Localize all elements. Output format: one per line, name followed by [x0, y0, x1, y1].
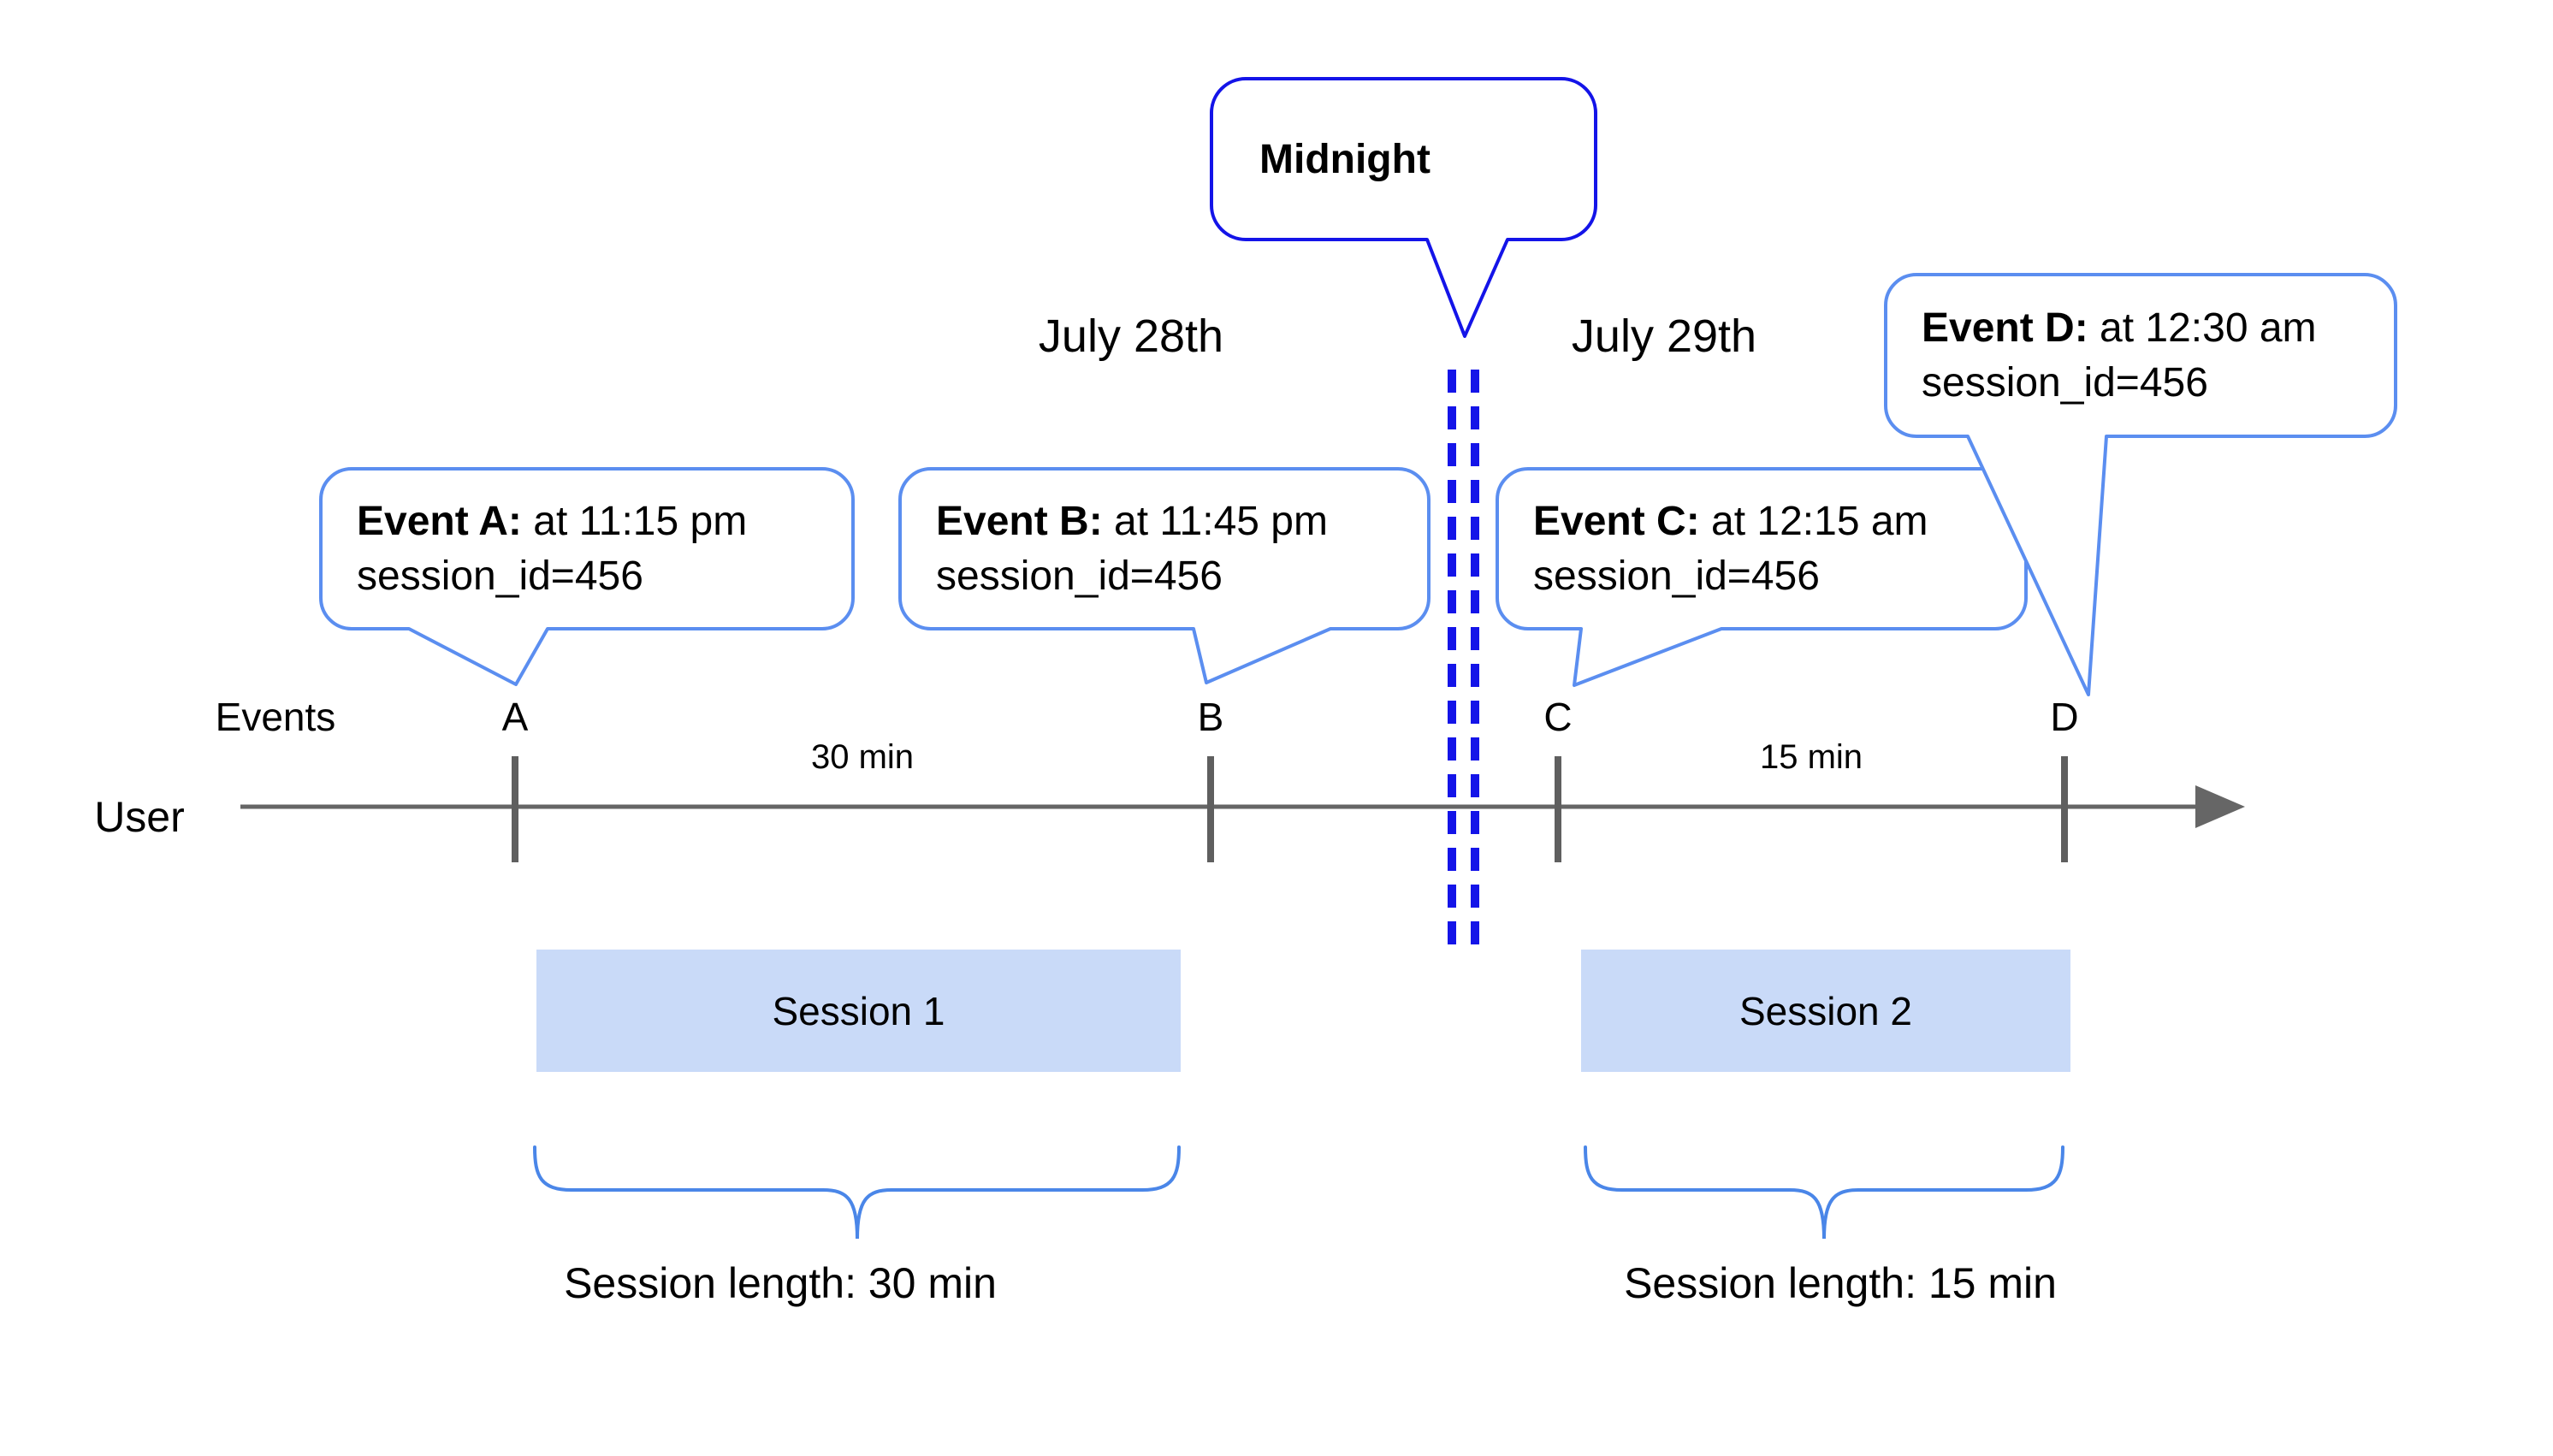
timeline-arrowhead-icon	[2195, 785, 2245, 828]
event-b-session: session_id=456	[936, 553, 1223, 599]
user-row-label: User	[94, 793, 185, 841]
event-d-session: session_id=456	[1922, 359, 2208, 405]
midnight-bubble-shape	[1210, 77, 1597, 338]
tick-label-d: D	[2050, 695, 2079, 739]
tick-c	[1555, 756, 1561, 862]
session-2-name: Session 2	[1739, 988, 1912, 1033]
session-2-length-label: Session length: 15 min	[1624, 1259, 2057, 1307]
event-a-session: session_id=456	[357, 553, 643, 599]
tick-label-c: C	[1543, 695, 1573, 739]
tick-label-b: B	[1197, 695, 1224, 739]
interval-label-30min: 30 min	[810, 738, 915, 776]
date-label-july-28: July 28th	[1038, 311, 1224, 362]
event-a-line1: Event A: at 11:15 pm	[357, 494, 853, 549]
event-d-line1: Event D: at 12:30 am	[1922, 301, 2396, 356]
interval-label-15min: 15 min	[1759, 738, 1863, 776]
event-c-line1: Event C: at 12:15 am	[1533, 494, 2026, 549]
date-label-july-29: July 29th	[1571, 311, 1757, 362]
event-c-callout: Event C: at 12:15 am session_id=456	[1497, 469, 2026, 629]
event-b-line1: Event B: at 11:45 pm	[936, 494, 1429, 549]
tick-label-a: A	[501, 695, 529, 739]
event-a-callout: Event A: at 11:15 pm session_id=456	[321, 469, 853, 629]
event-d-callout: Event D: at 12:30 am session_id=456	[1886, 275, 2396, 436]
event-b-title: Event B:	[936, 498, 1103, 544]
event-a-time: at 11:15 pm	[521, 498, 748, 544]
session-2-box: Session 2	[1581, 950, 2070, 1072]
session-1-box: Session 1	[536, 950, 1181, 1072]
tick-a	[512, 756, 518, 862]
event-a-title: Event A:	[357, 498, 522, 544]
midnight-label: Midnight	[1259, 136, 1431, 182]
event-c-time: at 12:15 am	[1699, 498, 1928, 544]
events-row-label: Events	[215, 695, 336, 739]
session-1-name: Session 1	[772, 988, 945, 1033]
session-2-brace	[1584, 1145, 2064, 1240]
session-1-length-label: Session length: 30 min	[564, 1259, 997, 1307]
event-b-time: at 11:45 pm	[1102, 498, 1328, 544]
tick-d	[2061, 756, 2068, 862]
event-a-bubble-shape	[319, 467, 855, 686]
session-1-brace	[533, 1145, 1181, 1240]
event-b-bubble-shape	[898, 467, 1431, 684]
event-c-title: Event C:	[1533, 498, 1700, 544]
tick-b	[1207, 756, 1214, 862]
event-b-callout: Event B: at 11:45 pm session_id=456	[900, 469, 1429, 629]
event-d-title: Event D:	[1922, 305, 2088, 351]
event-d-bubble-shape	[1884, 273, 2397, 696]
event-c-session: session_id=456	[1533, 553, 1820, 599]
event-d-time: at 12:30 am	[2088, 305, 2317, 351]
